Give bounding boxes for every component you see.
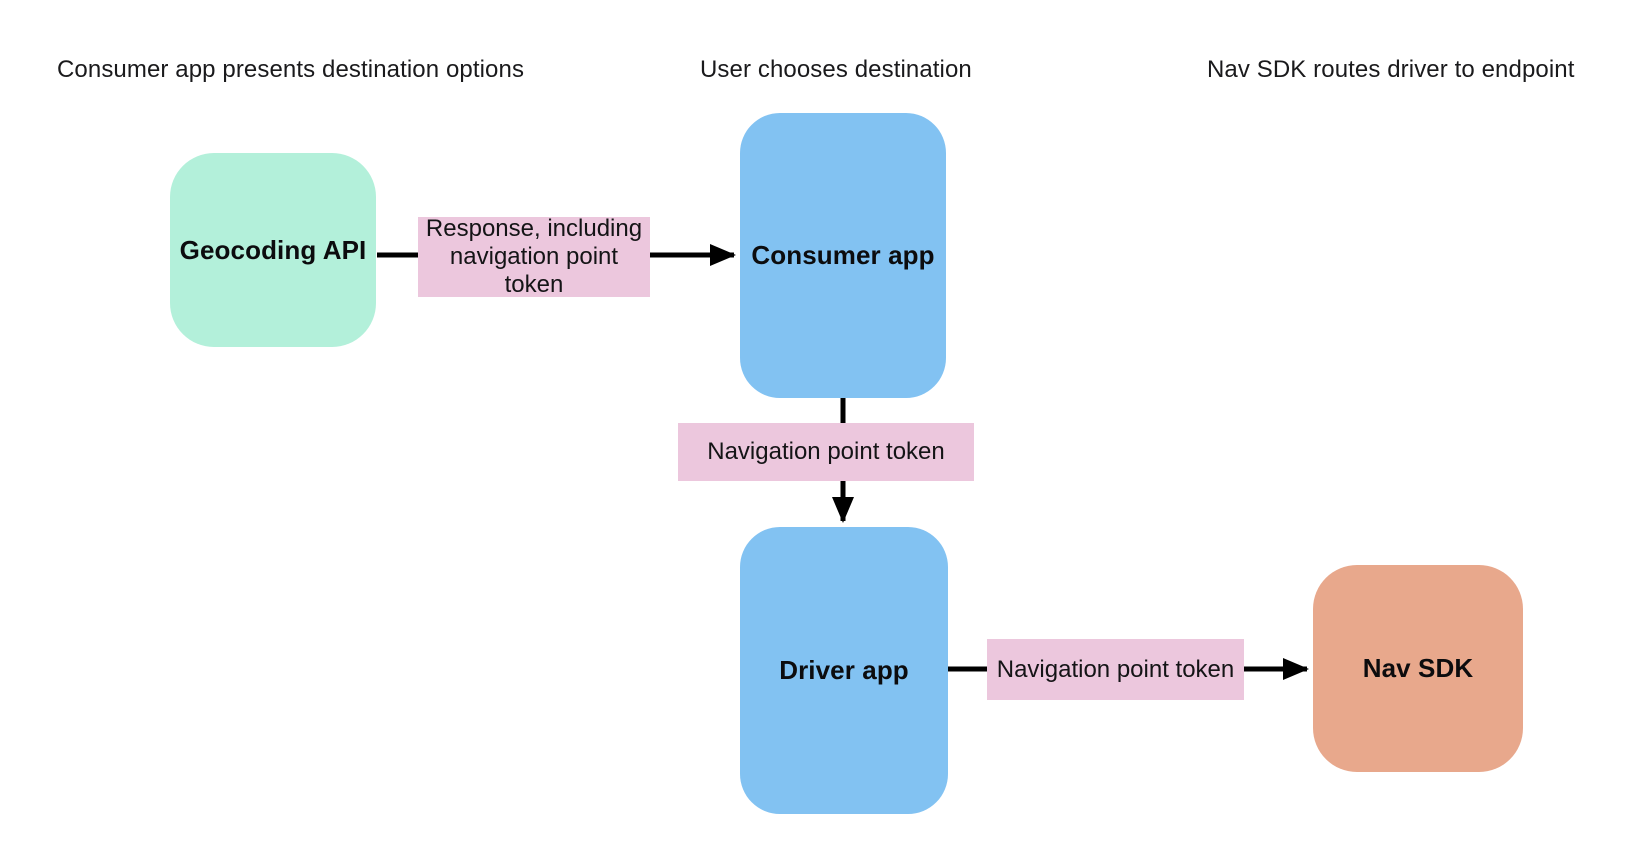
node-driver-app-label: Driver app bbox=[779, 655, 909, 685]
edge-label-navigation-point-token-consumer-driver: Navigation point token bbox=[678, 423, 974, 481]
node-geocoding-api-label: Geocoding API bbox=[179, 234, 367, 265]
column-header-nav-sdk-routes-driver: Nav SDK routes driver to endpoint bbox=[1207, 56, 1575, 83]
edge-label-response-including-token: Response, including navigation point tok… bbox=[418, 215, 650, 298]
node-nav-sdk-label: Nav SDK bbox=[1362, 653, 1474, 683]
node-geocoding-api: Geocoding API bbox=[170, 153, 376, 347]
node-driver-app: Driver app bbox=[740, 527, 948, 814]
node-consumer-app: Consumer app bbox=[740, 113, 946, 398]
node-consumer-app-label: Consumer app bbox=[751, 240, 935, 270]
column-header-user-chooses-destination: User chooses destination bbox=[700, 56, 972, 83]
edge-label-navigation-point-token-driver-navsdk: Navigation point token bbox=[987, 639, 1244, 700]
node-nav-sdk: Nav SDK bbox=[1313, 565, 1523, 772]
column-header-consumer-presents-options: Consumer app presents destination option… bbox=[57, 56, 525, 83]
